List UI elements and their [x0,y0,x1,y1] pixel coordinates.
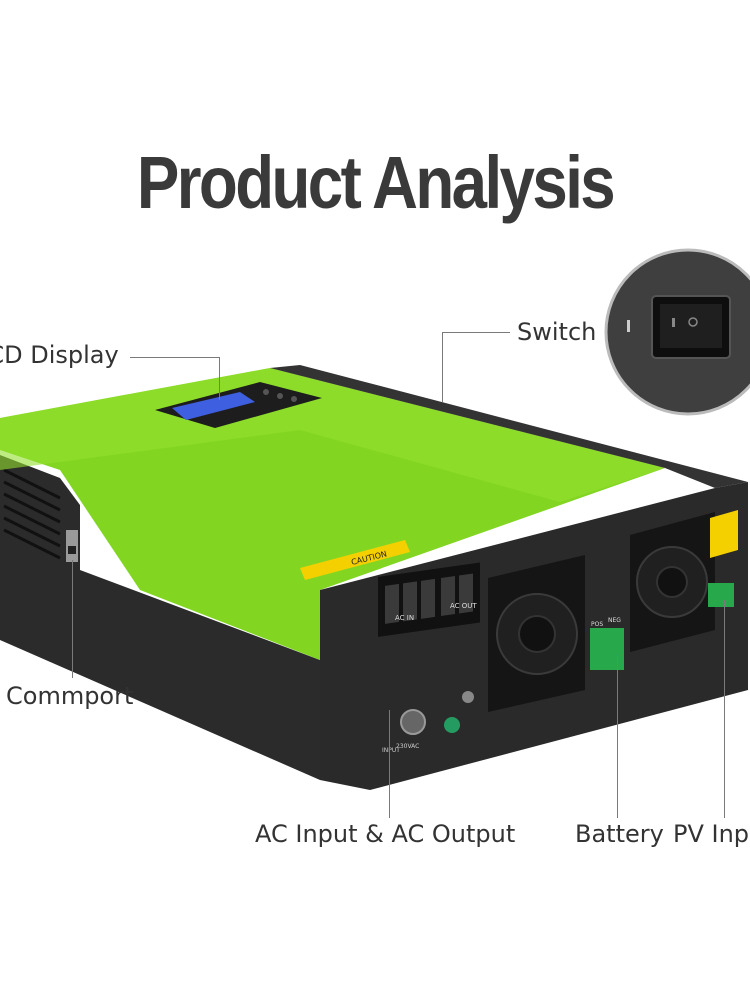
warning-sticker [710,510,738,558]
top-rear-strip [270,365,748,488]
voltage-text: 230VAC [396,743,419,750]
ac-terminal-block [378,562,480,637]
side-vent-grill [3,468,61,560]
switch-leader-h [442,332,510,333]
pv-terminal [708,583,734,607]
page-title: Product Analysis [136,141,616,224]
ac-leader-v [389,710,390,818]
commport-leader-v [72,560,73,678]
green-cover-highlight [0,368,665,502]
commport-label: Commport [6,682,134,710]
comm-port-socket [68,546,76,554]
cable-gland [400,709,426,735]
ac-input-output-label: AC Input & AC Output [255,820,516,848]
inverter-left-side [0,455,320,780]
neg-text: NEG [608,617,621,624]
pv-input-label: PV Input [673,820,750,848]
lcd-button [291,396,297,402]
battery-label: Battery [575,820,664,848]
pos-text: POS [591,621,603,628]
lcd-leader-h [130,357,220,358]
switch-label: Switch [517,318,597,346]
caution-sticker [300,540,410,580]
battery-leader-v [617,655,618,818]
switch-inset [604,248,750,416]
ac-in-text: AC IN [395,614,414,622]
fan-left [488,555,585,712]
lcd-screen [172,392,255,420]
input-text: INPUT [382,747,400,754]
lcd-button [277,393,283,399]
ground-screw [462,691,474,703]
ground-symbol [444,717,460,733]
lcd-display-label: LCD Display [0,341,119,369]
battery-terminal [590,628,624,670]
ac-out-text: AC OUT [450,602,477,610]
lcd-leader-v [219,357,220,400]
fan-right [630,512,715,652]
pv-leader-v [724,600,725,818]
lcd-button [263,389,269,395]
switch-leader-v [442,332,443,402]
